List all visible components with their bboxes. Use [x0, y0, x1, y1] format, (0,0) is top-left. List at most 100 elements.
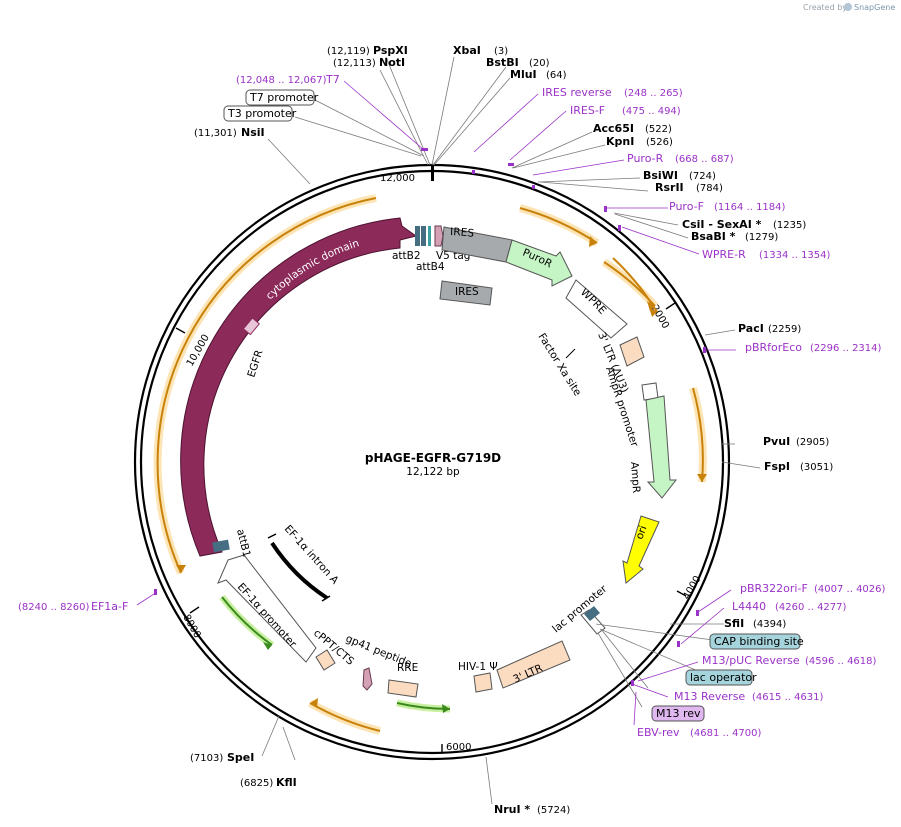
primer-puro-r-pos: (668 .. 687) — [675, 154, 734, 165]
enzyme-labels: (12,119) PspXI (12,113) NotI XbaI (3) Bs… — [190, 44, 833, 816]
enzyme-bstbi: BstBI — [486, 56, 519, 69]
enzyme-nsii: NsiI — [241, 126, 265, 139]
feature-attb1: attB1 — [234, 528, 253, 559]
ampr-feature: AmpR promoter AmpR — [603, 365, 678, 499]
enzyme-nsii-pos: (11,301) — [194, 128, 237, 139]
primer-wpre-r-pos: (1334 .. 1354) — [759, 250, 831, 261]
primer-ebv-rev-pos: (4681 .. 4700) — [690, 728, 762, 739]
feature-rre: RRE — [397, 662, 418, 674]
primer-ef1a-f-pos: (8240 .. 8260) — [18, 602, 90, 613]
enzyme-nrui: NruI * — [494, 803, 530, 816]
feature-ires-2: IRES — [455, 286, 479, 298]
enzyme-mlui-pos: (64) — [546, 70, 567, 81]
enzyme-csii-sexai-pos: (1235) — [773, 220, 806, 231]
gp41-feature: gp41 peptide — [344, 633, 413, 691]
enzyme-rsrii: RsrII — [655, 181, 684, 194]
box-t7-promoter: T7 promoter — [249, 91, 319, 104]
top-black-tick — [431, 165, 434, 181]
snapgene-logo-icon — [844, 3, 852, 11]
enzyme-csii-sexai: CsiI - SexAI * — [682, 218, 762, 231]
primer-pbrforeco-pos: (2296 .. 2314) — [810, 343, 882, 354]
ltr-lower-feature: 3' LTR HIV-1 Ψ — [458, 640, 571, 693]
enzyme-fspi: FspI — [764, 460, 790, 473]
enzyme-pspxi: PspXI — [373, 44, 408, 57]
ori-feature: ori — [622, 515, 660, 584]
feature-ef1a-intron-a: EF-1α intron A — [282, 523, 341, 587]
primer-m13-puc-reverse-pos: (4596 .. 4618) — [805, 656, 877, 667]
primer-ires-f: IRES-F — [570, 104, 605, 117]
enzyme-sfii: SfiI — [724, 617, 744, 630]
feature-gp41-peptide: gp41 peptide — [344, 633, 413, 670]
enzyme-bsiwi-pos: (724) — [689, 171, 716, 182]
feature-attb2: attB2 — [392, 250, 421, 262]
primer-ebv-rev: EBV-rev — [637, 726, 680, 739]
primer-pbr322ori-f-pos: (4007 .. 4026) — [814, 584, 886, 595]
primer-ires-f-pos: (475 .. 494) — [622, 106, 681, 117]
enzyme-rsrii-pos: (784) — [696, 183, 723, 194]
feature-egfr: EGFR — [245, 348, 265, 378]
enzyme-nrui-pos: (5724) — [537, 805, 570, 816]
enzyme-acc65i-pos: (522) — [645, 124, 672, 135]
enzyme-fspi-pos: (3051) — [800, 462, 833, 473]
rre-feature: RRE — [387, 662, 419, 698]
enzyme-xbai: XbaI — [453, 44, 481, 57]
enzyme-pvui-pos: (2905) — [796, 437, 829, 448]
ef1a-intron-feature: EF-1α intron A — [267, 523, 341, 602]
plasmid-name: pHAGE-EGFR-G719D — [365, 451, 501, 465]
top-small-features: attB2 attB4 V5 tag — [392, 225, 470, 273]
enzyme-spei: SpeI — [227, 751, 254, 764]
enzyme-kpni: KpnI — [606, 135, 634, 148]
primer-wpre-r: WPRE-R — [702, 248, 746, 261]
enzyme-bsiwi: BsiWI — [643, 169, 678, 182]
credit-brand: SnapGene — [854, 3, 895, 12]
primer-l4440: L4440 — [732, 600, 766, 613]
primer-puro-f: Puro-F — [669, 200, 704, 213]
feature-ires: IRES — [450, 226, 475, 240]
primer-ef1a-f: EF1a-F — [91, 600, 128, 613]
feature-attb4: attB4 — [416, 261, 445, 273]
primer-pbrforeco: pBRforEco — [745, 341, 802, 354]
enzyme-mlui: MluI — [510, 68, 537, 81]
snapgene-credit: Created by SnapGene — [803, 3, 895, 12]
primer-puro-r: Puro-R — [627, 152, 664, 165]
enzyme-paci-pos: (2259) — [768, 324, 801, 335]
feature-factor-xa-site: Factor Xa site — [535, 331, 583, 398]
enzyme-acc65i: Acc65I — [593, 122, 634, 135]
box-lac-operator: lac operator — [690, 671, 757, 684]
box-t3-promoter: T3 promoter — [227, 107, 297, 120]
enzyme-bsabi-pos: (1279) — [745, 232, 778, 243]
enzyme-pspxi-pos: (12,119) — [327, 46, 370, 57]
primer-m13-reverse: M13 Reverse — [674, 690, 745, 703]
enzyme-noti: NotI — [379, 56, 405, 69]
primer-marks — [154, 148, 706, 686]
boxed-labels: T7 promoter T3 promoter CAP binding site… — [223, 89, 804, 722]
enzyme-bsabi: BsaBI * — [691, 230, 736, 243]
lac-promoter-feature: lac promoter — [550, 582, 610, 635]
ires2-feature: IRES — [439, 280, 493, 306]
factor-xa-feature: Factor Xa site — [535, 331, 583, 398]
enzyme-bstbi-pos: (20) — [529, 58, 550, 69]
enzyme-kfli: KflI — [276, 776, 297, 789]
enzyme-noti-pos: (12,113) — [333, 58, 376, 69]
enzyme-sfii-pos: (4394) — [753, 619, 786, 630]
primer-m13-puc-reverse: M13/pUC Reverse — [702, 654, 800, 667]
tick-12000: 12,000 — [380, 173, 415, 184]
primer-l4440-pos: (4260 .. 4277) — [775, 602, 847, 613]
enzyme-kfli-pos: (6825) — [240, 778, 273, 789]
box-cap-binding-site: CAP binding site — [714, 635, 804, 648]
box-m13-rev: M13 rev — [656, 707, 701, 720]
tick-6000: 6000 — [446, 742, 471, 753]
plasmid-size: 12,122 bp — [406, 466, 460, 478]
enzyme-spei-pos: (7103) — [190, 753, 223, 764]
primer-t7-pos: (12,048 .. 12,067) — [236, 75, 327, 86]
primer-leader-lines — [136, 80, 736, 726]
enzyme-pvui: PvuI — [763, 435, 790, 448]
primer-m13-reverse-pos: (4615 .. 4631) — [752, 692, 824, 703]
credit-prefix: Created by — [803, 3, 847, 12]
feature-hiv1-psi: HIV-1 Ψ — [458, 661, 498, 673]
primer-puro-f-pos: (1164 .. 1184) — [714, 202, 786, 213]
wpre-feature: WPRE — [565, 279, 628, 339]
enzyme-xbai-pos: (3) — [494, 46, 508, 57]
primer-labels: (12,048 .. 12,067) T7 IRES reverse (248 … — [18, 73, 886, 739]
